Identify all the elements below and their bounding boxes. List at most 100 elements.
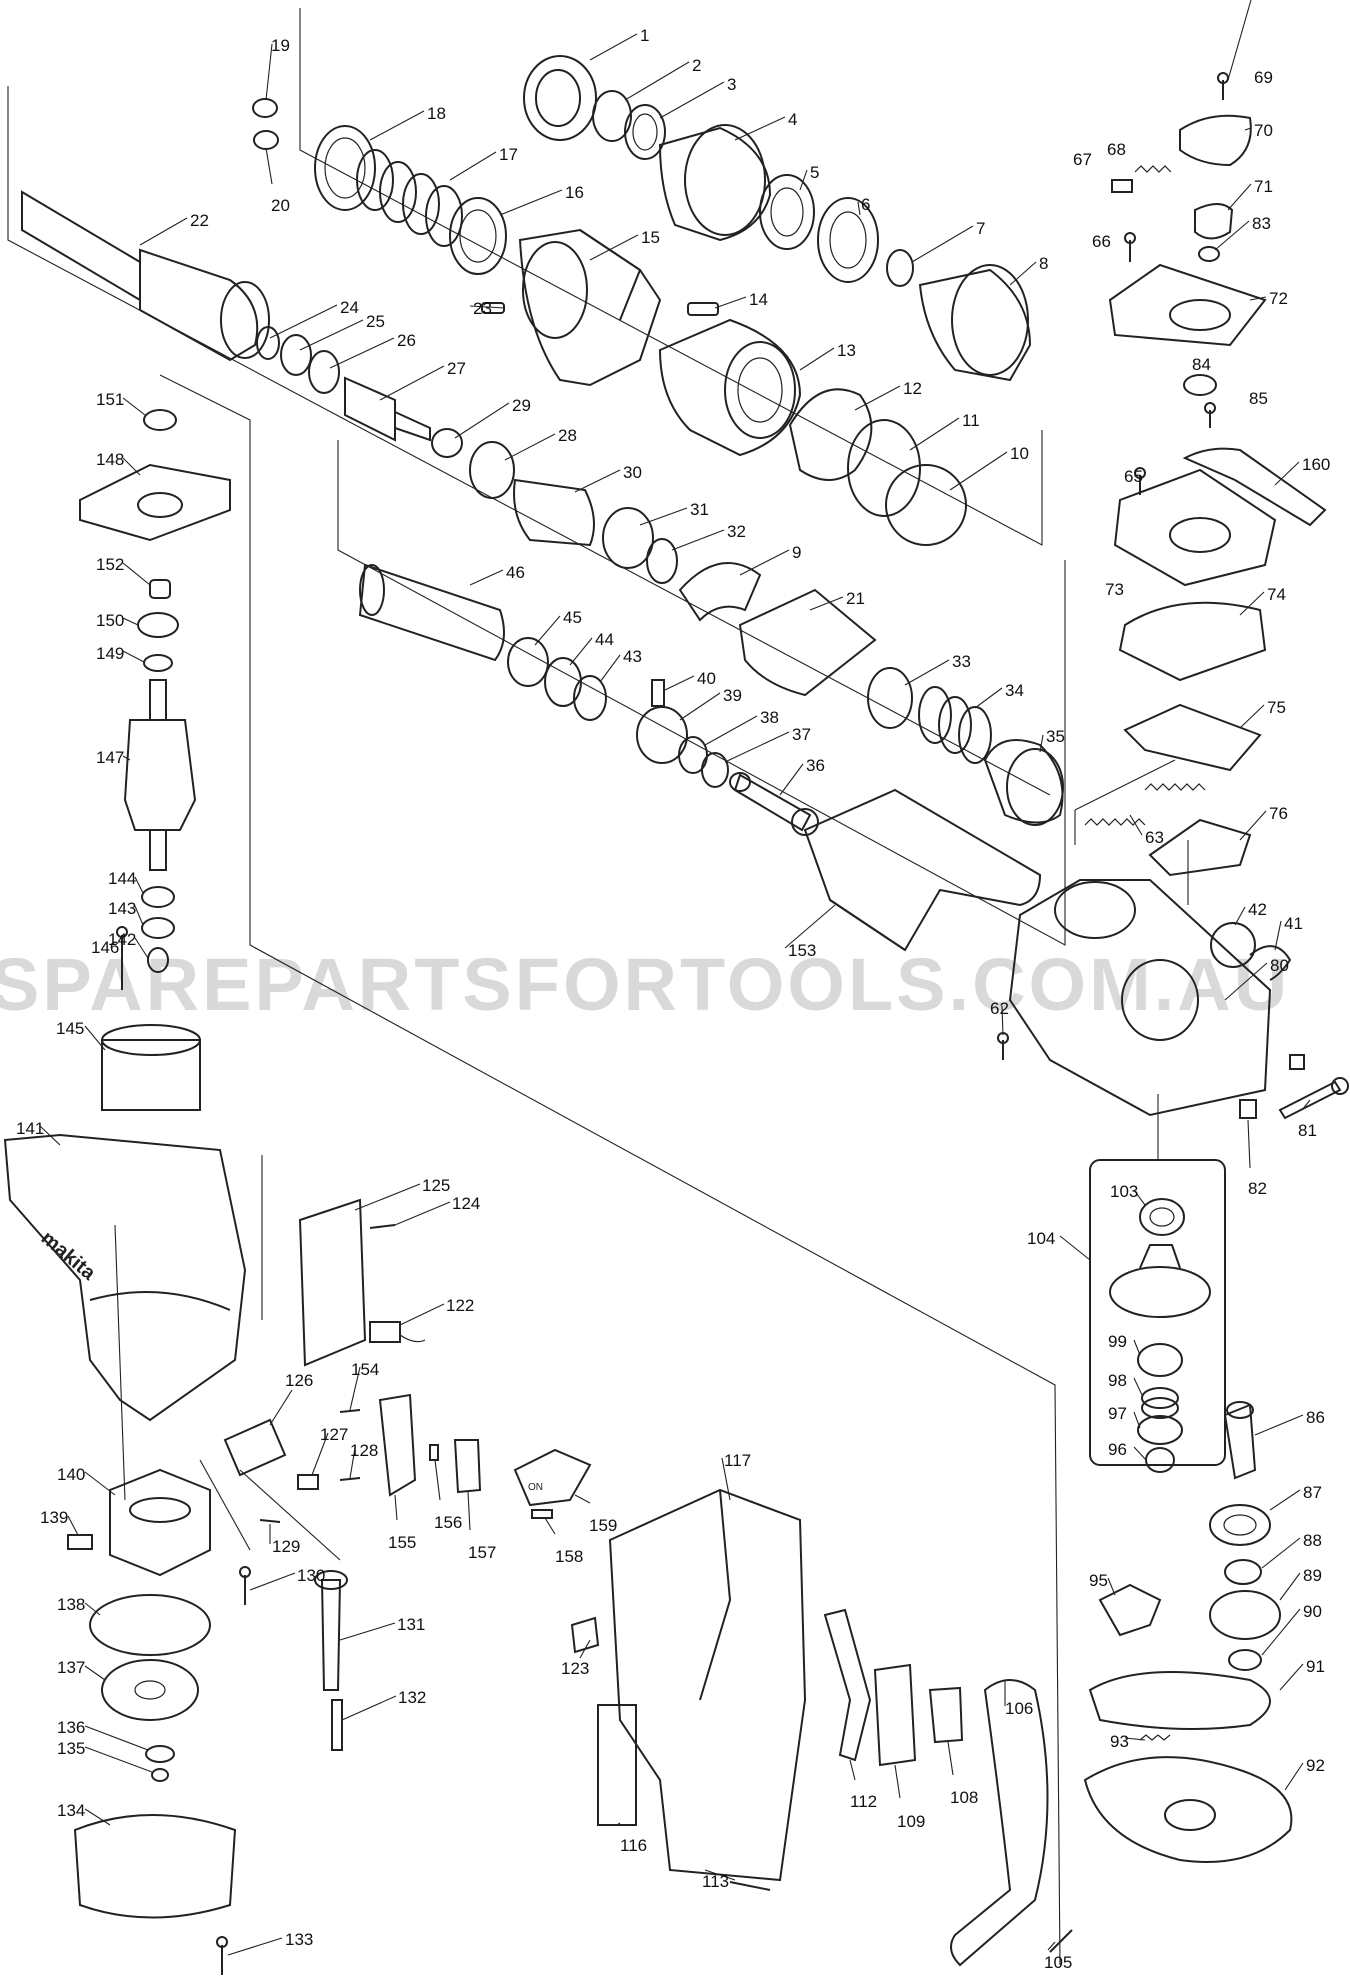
part-14-screw [687,302,719,316]
part-number-97: 97 [1108,1404,1127,1423]
part-number-144: 144 [108,869,136,888]
part-44-o-ring [544,657,582,707]
part-number-69: 69 [1254,68,1273,87]
part-number-68: 68 [1107,140,1126,159]
part-number-131: 131 [397,1615,425,1634]
part-81-bolt [1278,1080,1342,1120]
part-19-clip [252,98,278,118]
part-141-housing [3,1133,247,1422]
barrel-assembly [252,98,967,546]
part-number-95: 95 [1089,1571,1108,1590]
part-113-screw [729,1881,771,1891]
part-127-plate [297,1474,319,1490]
part-number-154: 154 [351,1360,379,1379]
part-42-o-ring [1210,922,1256,968]
part-105-screw [1049,1929,1073,1953]
part-number-106: 106 [1005,1699,1033,1718]
part-99-clutch [1137,1343,1183,1377]
mode-change-assembly [1084,72,1327,877]
brush-fan-assembly [67,1468,251,1975]
part-number-19: 19 [271,36,290,55]
part-number-80: 80 [1270,956,1289,975]
part-number-75: 75 [1267,698,1286,717]
gear-housing-assembly [803,788,1349,1120]
part-number-157: 157 [468,1543,496,1562]
part-122-module [369,1321,401,1343]
part-number-21: 21 [846,589,865,608]
part-149-washer [143,654,173,672]
part-87-bearing [1209,1504,1271,1546]
part-89-gear [1209,1590,1281,1640]
part-5-bearing [759,174,815,250]
part-number-25: 25 [366,312,385,331]
part-32-ring [646,538,678,584]
part-number-92: 92 [1306,1756,1325,1775]
part-number-124: 124 [452,1194,480,1213]
part-142-bushing [147,947,169,973]
motor-housing: makita [3,1133,247,1422]
part-16-ring [449,197,507,275]
part-139-brush [67,1534,93,1550]
assembly-guide-lines [7,8,1189,1966]
part-31-piston [602,507,654,569]
part-number-112: 112 [850,1792,877,1811]
armature-assembly [79,409,231,1111]
part-4-sleeve [658,126,772,242]
part-number-149: 149 [96,644,124,663]
part-144-bearing [141,886,175,908]
part-number-81: 81 [1298,1121,1317,1140]
part-number-108: 108 [950,1788,978,1807]
part-number-9: 9 [792,543,801,562]
handle-assembly [570,1488,1073,1967]
part-number-125: 125 [422,1176,450,1195]
part-number-12: 12 [903,379,922,398]
part-145-field [101,1039,201,1111]
part-140-brush-holder [109,1468,211,1577]
part-number-117: 117 [724,1451,751,1470]
part-39-piston [636,706,688,764]
chuck-assembly [523,55,1032,382]
part-number-142: 142 [108,930,136,949]
part-12-gasket [788,388,873,481]
part-37-ring [701,752,729,788]
part-number-17: 17 [499,145,518,164]
part-134-cover [73,1814,237,1919]
gear-assembly-box-104 [1089,1159,1226,1473]
part-number-113: 113 [702,1872,729,1891]
part-108-holder [928,1686,964,1744]
part-131-cord-guard [320,1579,342,1691]
part-129-screw [259,1519,281,1523]
part-70-knob [1179,114,1252,167]
part-45-ring [507,637,549,687]
part-29-washer [431,428,463,458]
part-6-holder [817,197,879,283]
part-number-151: 151 [96,390,124,409]
part-40-pin [651,679,665,707]
part-number-30: 30 [623,463,642,482]
part-34-spring [918,686,952,744]
part-95-plate [1098,1583,1162,1637]
part-91-gasket [1088,1671,1271,1730]
part-number-13: 13 [837,341,856,360]
part-135-nut [151,1768,169,1782]
part-number-84: 84 [1192,355,1211,374]
part-number-65: 65 [1124,467,1143,486]
part-148-baffle [79,463,231,542]
part-number-23: 23 [473,299,492,318]
part-number-72: 72 [1269,289,1288,308]
part-number-160: 160 [1302,455,1330,474]
part-128-screw [339,1477,361,1481]
part-71-lever [1194,203,1234,240]
part-number-135: 135 [57,1739,85,1758]
part-number-76: 76 [1269,804,1288,823]
part-46-cylinder [358,563,505,662]
watermark-text: SPAREPARTSFORTOOLS.COM.AU [0,943,1290,1026]
part-155-bracket [378,1393,417,1497]
part-136-washer [145,1745,175,1763]
part-number-158: 158 [555,1547,583,1566]
part-number-130: 130 [297,1566,325,1585]
part-number-123: 123 [561,1659,589,1678]
part-35-gear [983,739,1064,824]
part-72-plate [1108,263,1267,347]
part-25-ring [280,334,312,376]
